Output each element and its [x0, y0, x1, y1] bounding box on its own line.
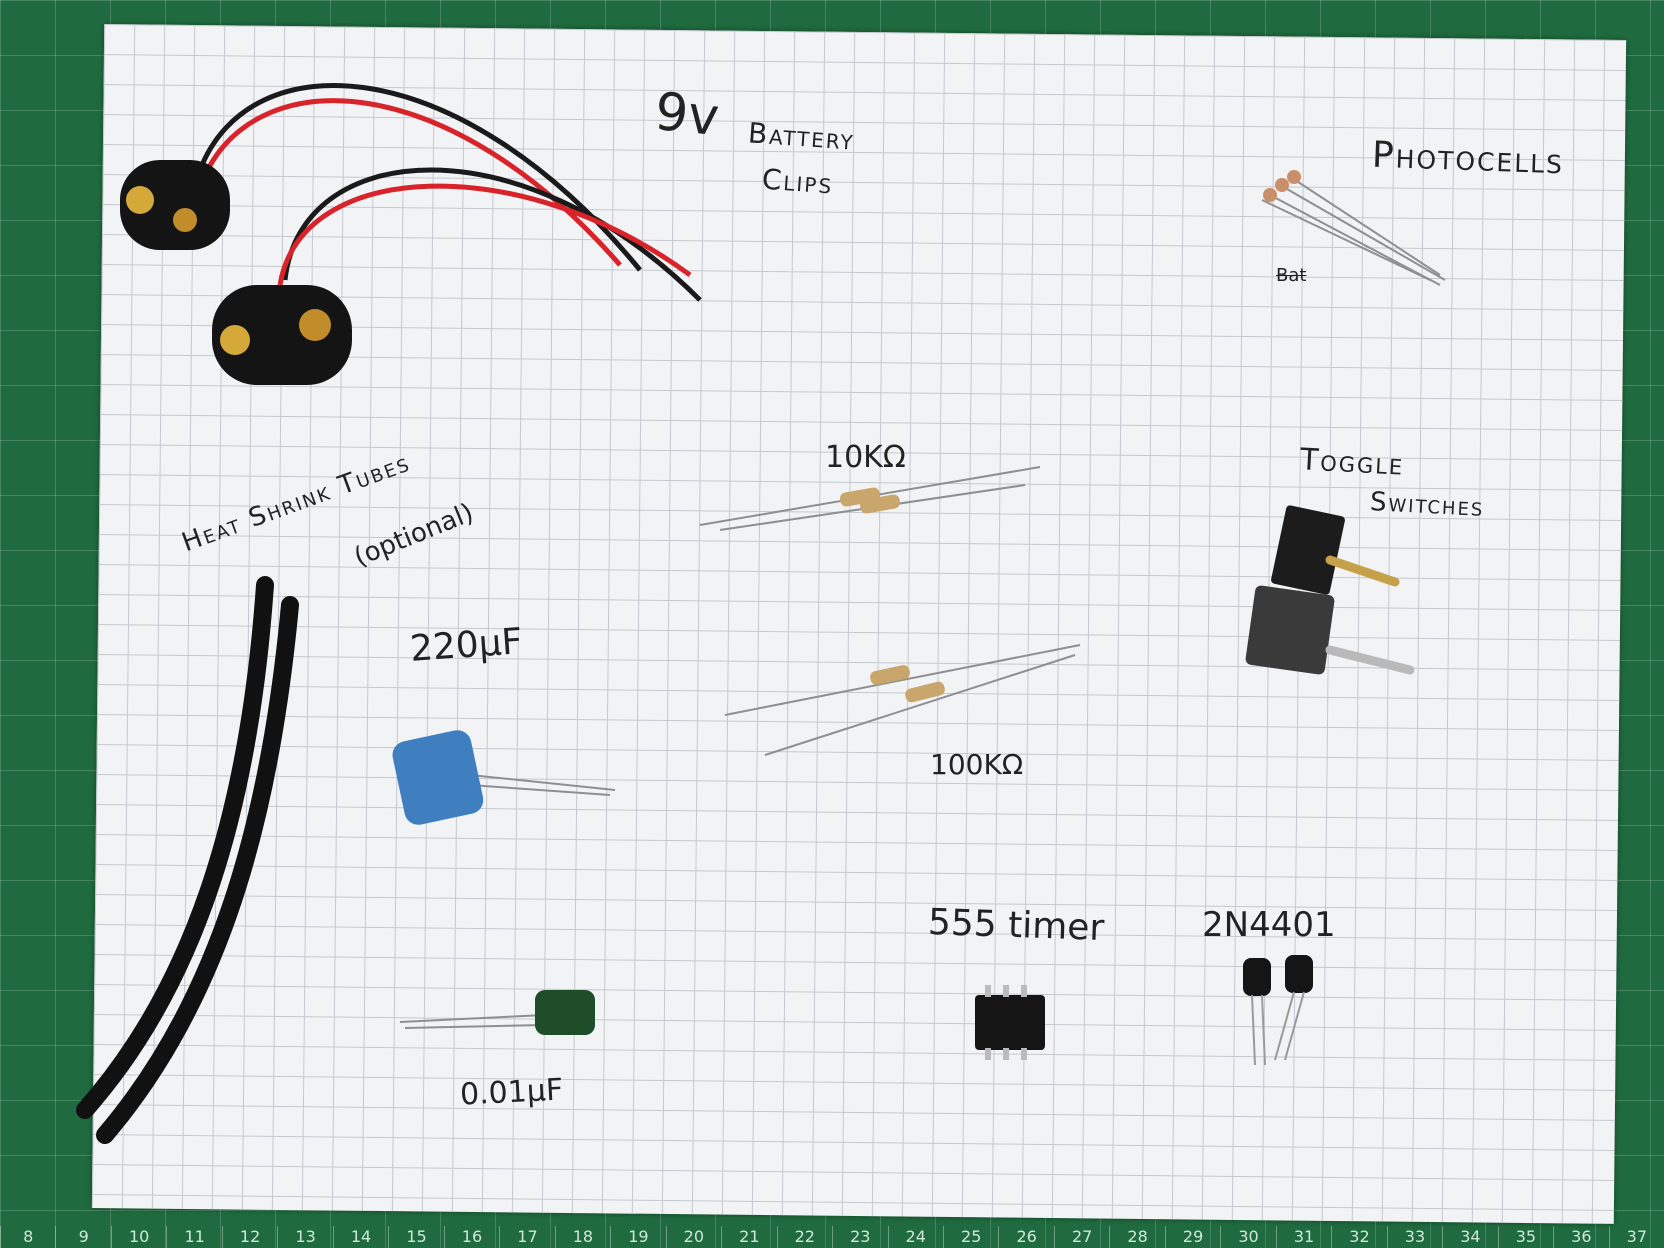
capacitor-001uf	[399, 990, 595, 1035]
ruler-number: 9	[55, 1226, 110, 1248]
crossed-out-text: Bat	[1276, 265, 1307, 286]
toggle-label-line2: Switches	[1369, 487, 1486, 523]
battery-clips	[120, 82, 702, 385]
capacitor-001uf-label: 0.01µF	[459, 1072, 564, 1113]
capacitor-220uf-label: 220µF	[408, 621, 524, 670]
battery-voltage-label: 9v	[652, 81, 722, 149]
ruler-number: 32	[1331, 1226, 1386, 1248]
ruler-number: 31	[1275, 1226, 1331, 1248]
ruler-number: 27	[1053, 1226, 1109, 1248]
ruler-number: 35	[1497, 1226, 1553, 1248]
ic-555-label: 555 timer	[927, 901, 1105, 950]
ruler-number: 11	[166, 1226, 221, 1248]
ruler-number: 17	[499, 1226, 554, 1248]
ruler-number: 25	[942, 1226, 998, 1248]
ruler-number: 24	[887, 1226, 943, 1248]
photocells-label: Photocells	[1371, 134, 1565, 183]
transistor-label: 2N4401	[1202, 905, 1336, 945]
ruler-number: 10	[110, 1226, 166, 1248]
ruler-number: 20	[665, 1226, 721, 1248]
toggle-label-line1: Toggle	[1299, 442, 1406, 483]
ruler-number: 21	[721, 1226, 776, 1248]
ruler-number: 33	[1386, 1226, 1442, 1248]
ruler-number: 37	[1608, 1226, 1664, 1248]
resistor-100k-label: 100KΩ	[930, 748, 1024, 781]
resistors-100k	[724, 644, 1081, 756]
ruler-number: 28	[1109, 1226, 1164, 1248]
ruler-number: 18	[554, 1226, 610, 1248]
ruler-number: 26	[998, 1226, 1053, 1248]
capacitor-220uf	[392, 730, 616, 825]
ruler-number: 16	[443, 1226, 499, 1248]
ruler-number: 34	[1442, 1226, 1497, 1248]
ic-555	[975, 985, 1045, 1060]
ruler-number: 14	[332, 1226, 388, 1248]
ruler-number: 19	[610, 1226, 665, 1248]
ruler-number: 29	[1164, 1226, 1220, 1248]
toggle-switches	[1245, 505, 1415, 675]
resistors-10k	[699, 466, 1041, 531]
ruler-number: 36	[1553, 1226, 1608, 1248]
resistor-10k-label: 10KΩ	[825, 440, 906, 475]
ruler-number: 15	[388, 1226, 443, 1248]
ruler-number: 30	[1220, 1226, 1275, 1248]
battery-label-line2: Clips	[760, 162, 835, 201]
ruler-number: 22	[776, 1226, 832, 1248]
heat-shrink-tubes	[76, 576, 299, 1144]
photocells	[1261, 170, 1446, 286]
ruler-number: 12	[221, 1226, 277, 1248]
transistors	[1243, 955, 1313, 1066]
ruler-number: 13	[277, 1226, 332, 1248]
ruler-number: 8	[0, 1226, 55, 1248]
ruler-number: 23	[832, 1226, 887, 1248]
